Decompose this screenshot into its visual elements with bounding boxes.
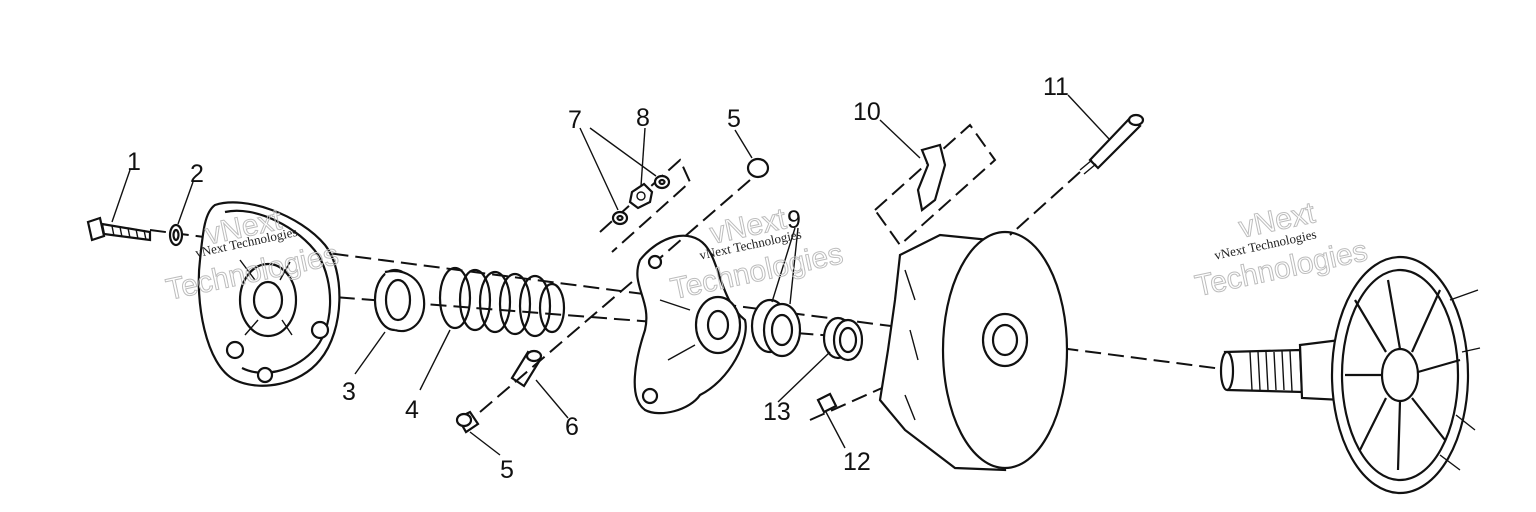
- cover-plate: [197, 201, 341, 387]
- callout-13: 13: [763, 398, 791, 426]
- watermark-right: vNext Technologies vNext Technologies: [1192, 196, 1371, 304]
- fan-sheave: [1330, 255, 1481, 495]
- callout-3: 3: [342, 378, 356, 406]
- bushing-part-13: [822, 316, 864, 362]
- bushing-part-9: [750, 298, 802, 358]
- washer-part-7-right: [653, 174, 671, 190]
- callout-8: 8: [636, 104, 650, 132]
- bolt-11-leader-dash: [1009, 171, 1081, 236]
- roller-part-5-upper: [746, 157, 770, 179]
- screw-part-12: [816, 392, 838, 414]
- callout-9: 9: [787, 206, 801, 234]
- callout-4: 4: [405, 396, 419, 424]
- roller-upper-leader-dash: [659, 179, 751, 259]
- callout-12: 12: [843, 448, 871, 476]
- weight-part-10: [916, 143, 947, 212]
- washer-part-7-left: [611, 210, 629, 226]
- callout-5-upper: 5: [727, 105, 741, 133]
- spider-part: [633, 234, 747, 415]
- spring-part-4: [438, 266, 566, 338]
- nut-part-8: [628, 182, 654, 210]
- callout-2: 2: [190, 160, 204, 188]
- leader-lines: [111, 94, 1111, 456]
- bushing-part-3: [373, 268, 426, 333]
- callout-10: 10: [853, 98, 881, 126]
- pin-leader-dash: [479, 257, 661, 413]
- callout-5-lower: 5: [500, 456, 514, 484]
- callout-7: 7: [568, 106, 582, 134]
- roller-part-5-lower: [455, 410, 480, 434]
- washer-part-2: [168, 223, 184, 247]
- callout-6: 6: [565, 413, 579, 441]
- fixed-sheave-shaft: [1219, 338, 1344, 402]
- bolt-part-1: [86, 216, 152, 242]
- moveable-sheave: [878, 230, 1069, 472]
- bolt-part-11: [1079, 113, 1145, 175]
- callout-11: 11: [1043, 73, 1069, 101]
- callout-1: 1: [127, 148, 141, 176]
